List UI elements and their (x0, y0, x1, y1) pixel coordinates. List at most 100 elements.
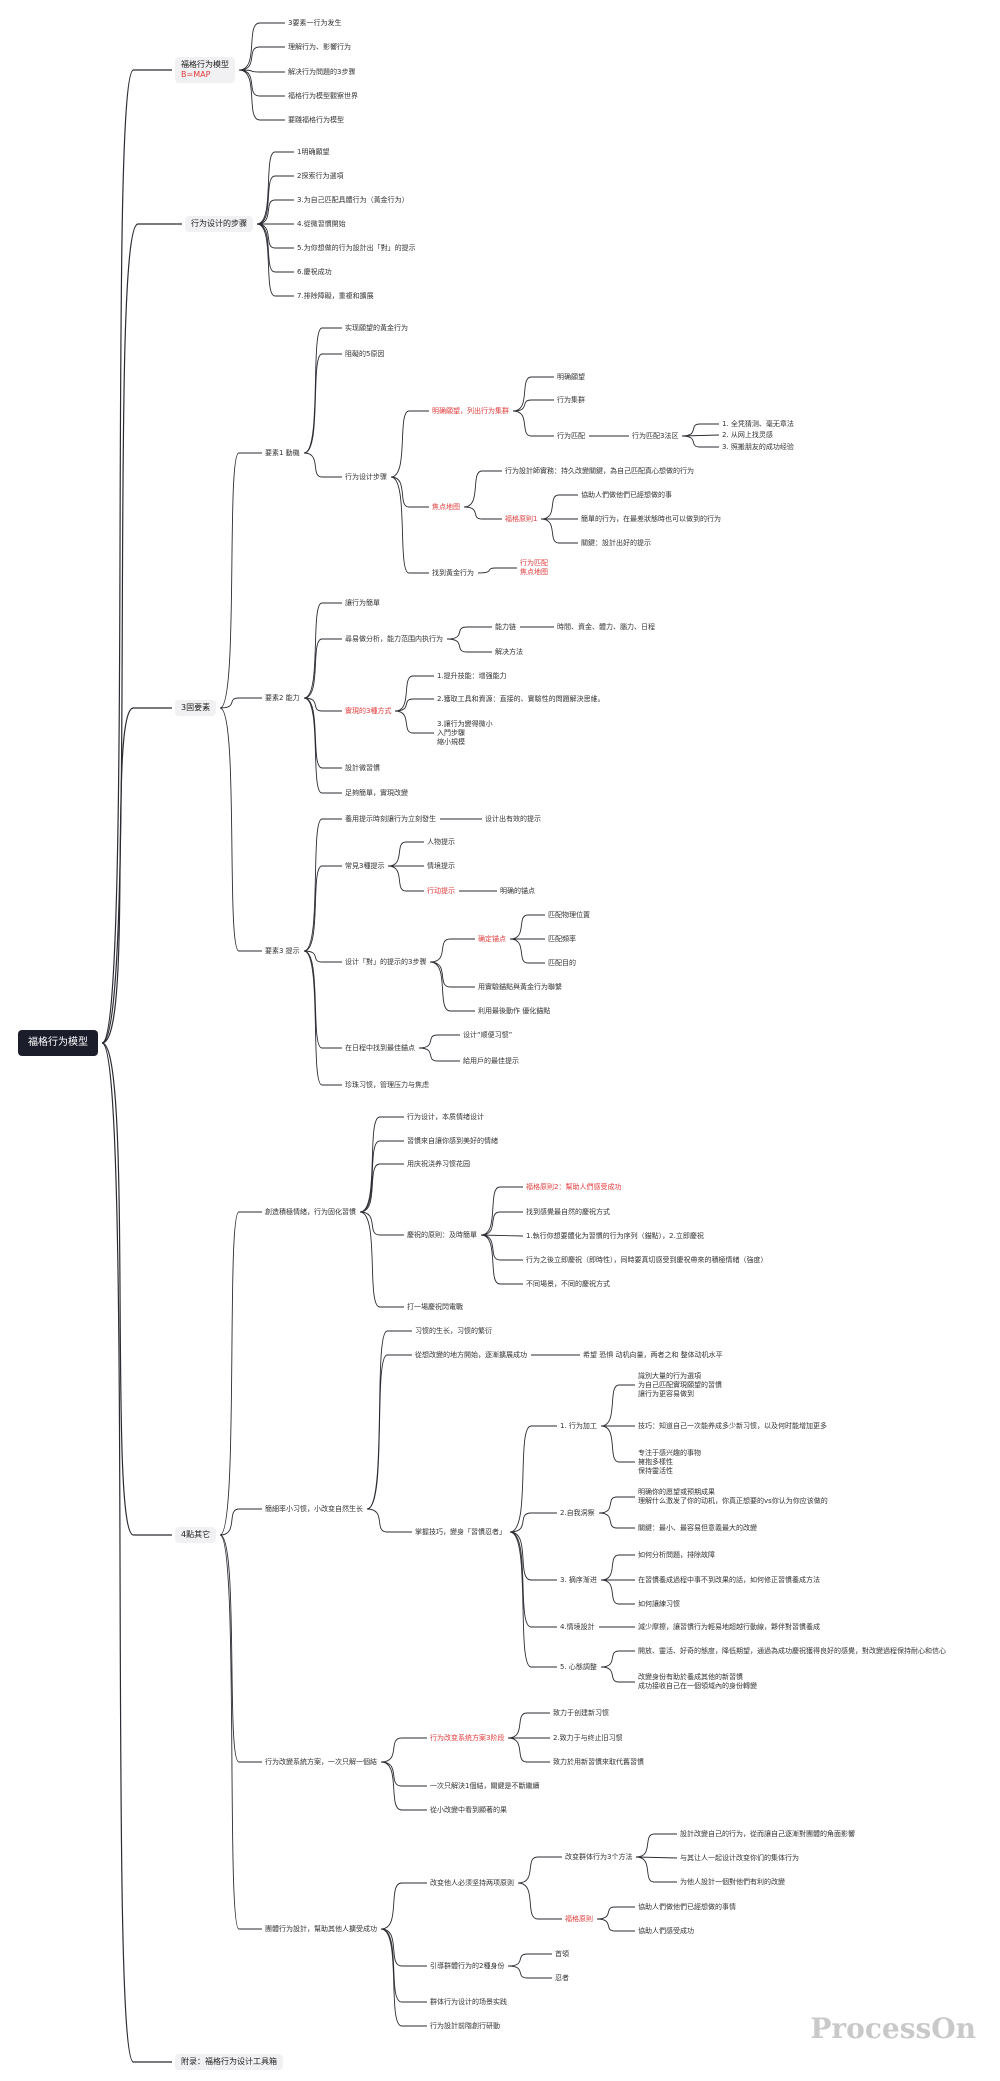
node-n1a[interactable]: 3要素一行为发生 (288, 19, 341, 28)
node-m3c1[interactable]: 确定锚点 (478, 935, 506, 944)
node-m1c2a[interactable]: 行为設計師實務：持久改變關鍵，為自己匹配真心想做的行为 (505, 467, 694, 476)
node-o2c1a[interactable]: 識別大量的行为選項为自己匹配實現願望的習慣讓行为更容易做到 (638, 1372, 722, 1399)
node-o1d2[interactable]: 找到感覺最自然的慶祝方式 (526, 1208, 610, 1217)
node-m1c1a[interactable]: 明确願望 (557, 373, 585, 382)
node-o1b[interactable]: 習慣來自讓你感到美好的情緒 (407, 1137, 498, 1146)
node-m3d2[interactable]: 給用戶的最佳提示 (463, 1057, 519, 1066)
node-o2c4[interactable]: 4.情境設計 (560, 1623, 595, 1632)
node-m1c2b1[interactable]: 協助人們做他們已經想做的事 (581, 491, 672, 500)
node-m1c2[interactable]: 焦点地图 (432, 503, 460, 512)
node-o4[interactable]: 團體行为設計，幫助其他人擴受成功 (265, 1925, 377, 1934)
node-m3e[interactable]: 珍珠习惯，管理压力与焦虑 (345, 1081, 429, 1090)
node-m2d[interactable]: 設計微習慣 (345, 764, 380, 773)
node-m3[interactable]: 要素3 提示 (265, 947, 300, 956)
node-o1d4[interactable]: 行为之後立即慶祝（即時性），同時要真切感受到慶祝帶來的積極情緒（強度） (526, 1256, 768, 1265)
node-m3b3a[interactable]: 明确的锚点 (500, 887, 535, 896)
node-m3c2[interactable]: 用實驗錨點與黃金行为聯繫 (478, 983, 562, 992)
node-o2c1b[interactable]: 技巧：知道自己一次能养成多少新习惯，以及何时能增加更多 (638, 1422, 827, 1431)
node-m3b3[interactable]: 行动提示 (427, 887, 455, 896)
node-m3c1a[interactable]: 匹配物理位置 (548, 911, 590, 920)
node-m1a[interactable]: 实现願望的黃金行为 (345, 324, 408, 333)
node-m3c1c[interactable]: 匹配目的 (548, 959, 576, 968)
node-m2c[interactable]: 實現的3種方式 (345, 707, 391, 716)
node-m1c1c1b[interactable]: 2. 从网上找灵感 (722, 431, 773, 440)
node-o2c3c[interactable]: 如何讓練习惯 (638, 1600, 680, 1609)
node-n2e[interactable]: 5.为你想做的行为設計出「對」的提示 (297, 244, 416, 253)
node-m3c[interactable]: 设计「對」的提示的3步骤 (345, 958, 426, 967)
node-o2b[interactable]: 從想改變的地方開始，逐漸擴展成功 (415, 1351, 527, 1360)
node-n1b[interactable]: 理解行为、影響行为 (288, 43, 351, 52)
node-o2c5a[interactable]: 開放、靈活、好奇的態度，降低期望，通過為成功慶祝獲得良好的感覺，對改變過程保持耐… (638, 1647, 946, 1656)
node-n2c[interactable]: 3.为自己匹配具體行为（黃金行为） (297, 196, 409, 205)
node-m3c1b[interactable]: 匹配頻率 (548, 935, 576, 944)
node-m3d[interactable]: 在日程中找到最佳錨点 (345, 1044, 415, 1053)
node-o2c2b[interactable]: 關鍵：最小、最容易但意義最大的改變 (638, 1524, 757, 1533)
node-m3b1[interactable]: 人物提示 (427, 838, 455, 847)
node-m1c3a[interactable]: 行为匹配焦点地图 (520, 559, 548, 577)
node-o2c2a[interactable]: 明确你的愿望或预期成果理解什么激发了你的动机，你真正想要的vs你认为你应该做的 (638, 1488, 828, 1506)
node-o2[interactable]: 簡細率小习惯，小改变自然生长 (265, 1505, 363, 1514)
node-o1a[interactable]: 行为设计，本质情绪设计 (407, 1113, 484, 1122)
node-o1[interactable]: 創造積極情緒，行为固化習慣 (265, 1208, 356, 1217)
node-o4a[interactable]: 改变他人必须坚持两项原则 (430, 1879, 514, 1888)
node-o1d1[interactable]: 福格原則2：幫助人們感受成功 (526, 1183, 621, 1192)
node-o2c1[interactable]: 1. 行为加工 (560, 1422, 597, 1431)
node-n2g[interactable]: 7.排除障礙，重複和擴展 (297, 292, 374, 301)
node-o1c[interactable]: 用庆祝浇养习惯花园 (407, 1160, 470, 1169)
node-n2b[interactable]: 2探索行为選項 (297, 172, 343, 181)
node-n2a[interactable]: 1明确願望 (297, 148, 329, 157)
node-m2c1[interactable]: 1.提升技能：增强能力 (437, 672, 507, 681)
node-o4a1c[interactable]: 为他人設計一個對他們有利的改變 (680, 1878, 785, 1887)
node-o4a2[interactable]: 福格原則 (565, 1915, 593, 1924)
node-o4a1[interactable]: 改变群体行为3个方法 (565, 1853, 632, 1862)
node-m1c1b[interactable]: 行为集群 (557, 396, 585, 405)
node-n4[interactable]: 4點其它 (175, 1527, 217, 1543)
node-m1c2b2[interactable]: 簡單的行为，在最差狀態時也可以做到的行为 (581, 515, 721, 524)
node-o2a[interactable]: 习惯的生长，习惯的繁衍 (415, 1327, 492, 1336)
node-n3[interactable]: 3固要素 (175, 700, 217, 716)
node-m1b[interactable]: 阻礙的5原因 (345, 350, 384, 359)
node-m2e[interactable]: 足夠簡單，實現改變 (345, 789, 408, 798)
node-o3a[interactable]: 行为改变系统方案3阶段 (430, 1734, 504, 1743)
node-o2c[interactable]: 掌握技巧，變身「習慣忍者」 (415, 1528, 506, 1537)
node-m3b2[interactable]: 情境提示 (427, 862, 455, 871)
node-o2b1[interactable]: 希望 恐惧 动机向量，两者之和 整体动机水平 (583, 1351, 723, 1360)
node-o4a2a[interactable]: 協助人們做他們已經想做的事情 (638, 1903, 736, 1912)
node-o2c3a[interactable]: 如何分析問題，排除故障 (638, 1551, 715, 1560)
node-m2c2[interactable]: 2.獲取工具和資源：直接的、實驗性的問題解決思維。 (437, 695, 605, 704)
node-m3b[interactable]: 常見3種提示 (345, 862, 384, 871)
node-o2c3[interactable]: 3. 摘序渐进 (560, 1576, 597, 1585)
node-o4b2[interactable]: 忍者 (555, 1974, 569, 1983)
node-o4b[interactable]: 引導群體行为的2種身份 (430, 1962, 504, 1971)
node-m3a1[interactable]: 设计出有效的提示 (485, 815, 541, 824)
node-o3a2[interactable]: 2.致力于与终止旧习惯 (553, 1734, 623, 1743)
node-o3b[interactable]: 一次只解決1個結，關鍵是不斷繼續 (430, 1782, 539, 1791)
node-n5[interactable]: 附录：福格行为设计工具箱 (175, 2054, 283, 2070)
node-o4a1a[interactable]: 設計改變自己的行为，從而讓自己逐漸對團體的角面影響 (680, 1830, 855, 1839)
node-m2b1[interactable]: 能力链 (495, 623, 516, 632)
node-o2c4a[interactable]: 減少摩擦，讓習慣行为輕易地超越行動線，夥伴對習慣養成 (638, 1623, 820, 1632)
node-m1c1c1[interactable]: 行为匹配3法区 (632, 432, 678, 441)
node-o2c5b[interactable]: 改變身份有助於養成其他的新習慣成功接收自己在一個領域內的身份轉變 (638, 1673, 757, 1691)
node-o3a3[interactable]: 致力於用新習慣來取代舊習慣 (553, 1758, 644, 1767)
node-m2a[interactable]: 讓行为簡單 (345, 599, 380, 608)
node-o2c1c[interactable]: 专注于感兴趣的事物擁抱多樣性保持靈活性 (638, 1449, 701, 1476)
node-m2b2[interactable]: 解决方法 (495, 648, 523, 657)
root-node[interactable]: 福格行为模型 (18, 1030, 98, 1056)
node-o3[interactable]: 行为改變系統方案，一次只解一個結 (265, 1758, 377, 1767)
node-n1e[interactable]: 要踐福格行为模型 (288, 116, 344, 125)
node-o3a1[interactable]: 致力于创建新习惯 (553, 1709, 609, 1718)
node-m1[interactable]: 要素1 動機 (265, 449, 300, 458)
node-o1d3[interactable]: 1.執行你想要體化为習慣的行为序列（錨點），2.立即慶祝 (526, 1232, 704, 1241)
node-m1c3[interactable]: 找到黃金行为 (432, 569, 474, 578)
node-m3a[interactable]: 養用提示時刻讓行为立刻發生 (345, 815, 436, 824)
node-o4d[interactable]: 行为設計前階創行研動 (430, 2022, 500, 2031)
node-o4c[interactable]: 群体行为设计的场景实践 (430, 1998, 507, 2007)
node-m1c1c1c[interactable]: 3. 照搬朋友的成功经验 (722, 443, 794, 452)
node-n1c[interactable]: 解决行为問題的3步骤 (288, 68, 355, 77)
node-m2c3[interactable]: 3.讓行为變得微小入門步驟縮小規模 (437, 720, 493, 747)
node-m1c2b3[interactable]: 關鍵：設計出好的提示 (581, 539, 651, 548)
node-m1c1c[interactable]: 行为匹配 (557, 432, 585, 441)
node-o2c2[interactable]: 2.自我洞察 (560, 1509, 595, 1518)
